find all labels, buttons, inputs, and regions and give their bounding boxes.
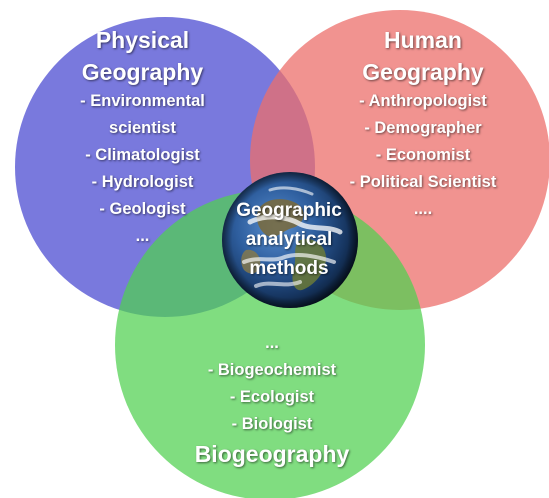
center-line2: analytical	[245, 229, 333, 250]
center-line1: Geographic	[236, 200, 342, 221]
physical-item: - Climatologist	[85, 146, 200, 164]
human-item: - Demographer	[364, 119, 482, 137]
physical-title-line2: Geography	[81, 59, 204, 85]
human-item: ....	[413, 200, 433, 218]
physical-item: - Environmental	[80, 92, 205, 110]
physical-item: - Geologist	[99, 200, 186, 218]
center-line3: methods	[249, 258, 329, 279]
human-geography-label: Human Geography - Anthropologist - Demog…	[328, 24, 518, 223]
bio-item: - Biogeochemist	[207, 361, 337, 379]
physical-title-line1: Physical	[95, 27, 190, 53]
physical-item: ...	[135, 227, 150, 245]
human-item: - Political Scientist	[349, 173, 497, 191]
physical-item: scientist	[109, 119, 176, 137]
human-title-line2: Geography	[362, 59, 484, 85]
biogeography-label: ... - Biogeochemist - Ecologist - Biolog…	[172, 330, 372, 470]
earth-icon	[222, 172, 358, 308]
bio-item: - Biologist	[231, 415, 313, 433]
bio-title: Biogeography	[194, 441, 350, 467]
physical-geography-label: Physical Geography - Environmental scien…	[60, 24, 225, 250]
physical-item: - Hydrologist	[91, 173, 194, 191]
bio-item: ...	[265, 334, 279, 352]
center-label: Geographic analytical methods	[218, 196, 360, 283]
human-item: - Economist	[375, 146, 471, 164]
human-title-line1: Human	[384, 27, 462, 53]
bio-item: - Ecologist	[229, 388, 315, 406]
human-item: - Anthropologist	[359, 92, 487, 110]
